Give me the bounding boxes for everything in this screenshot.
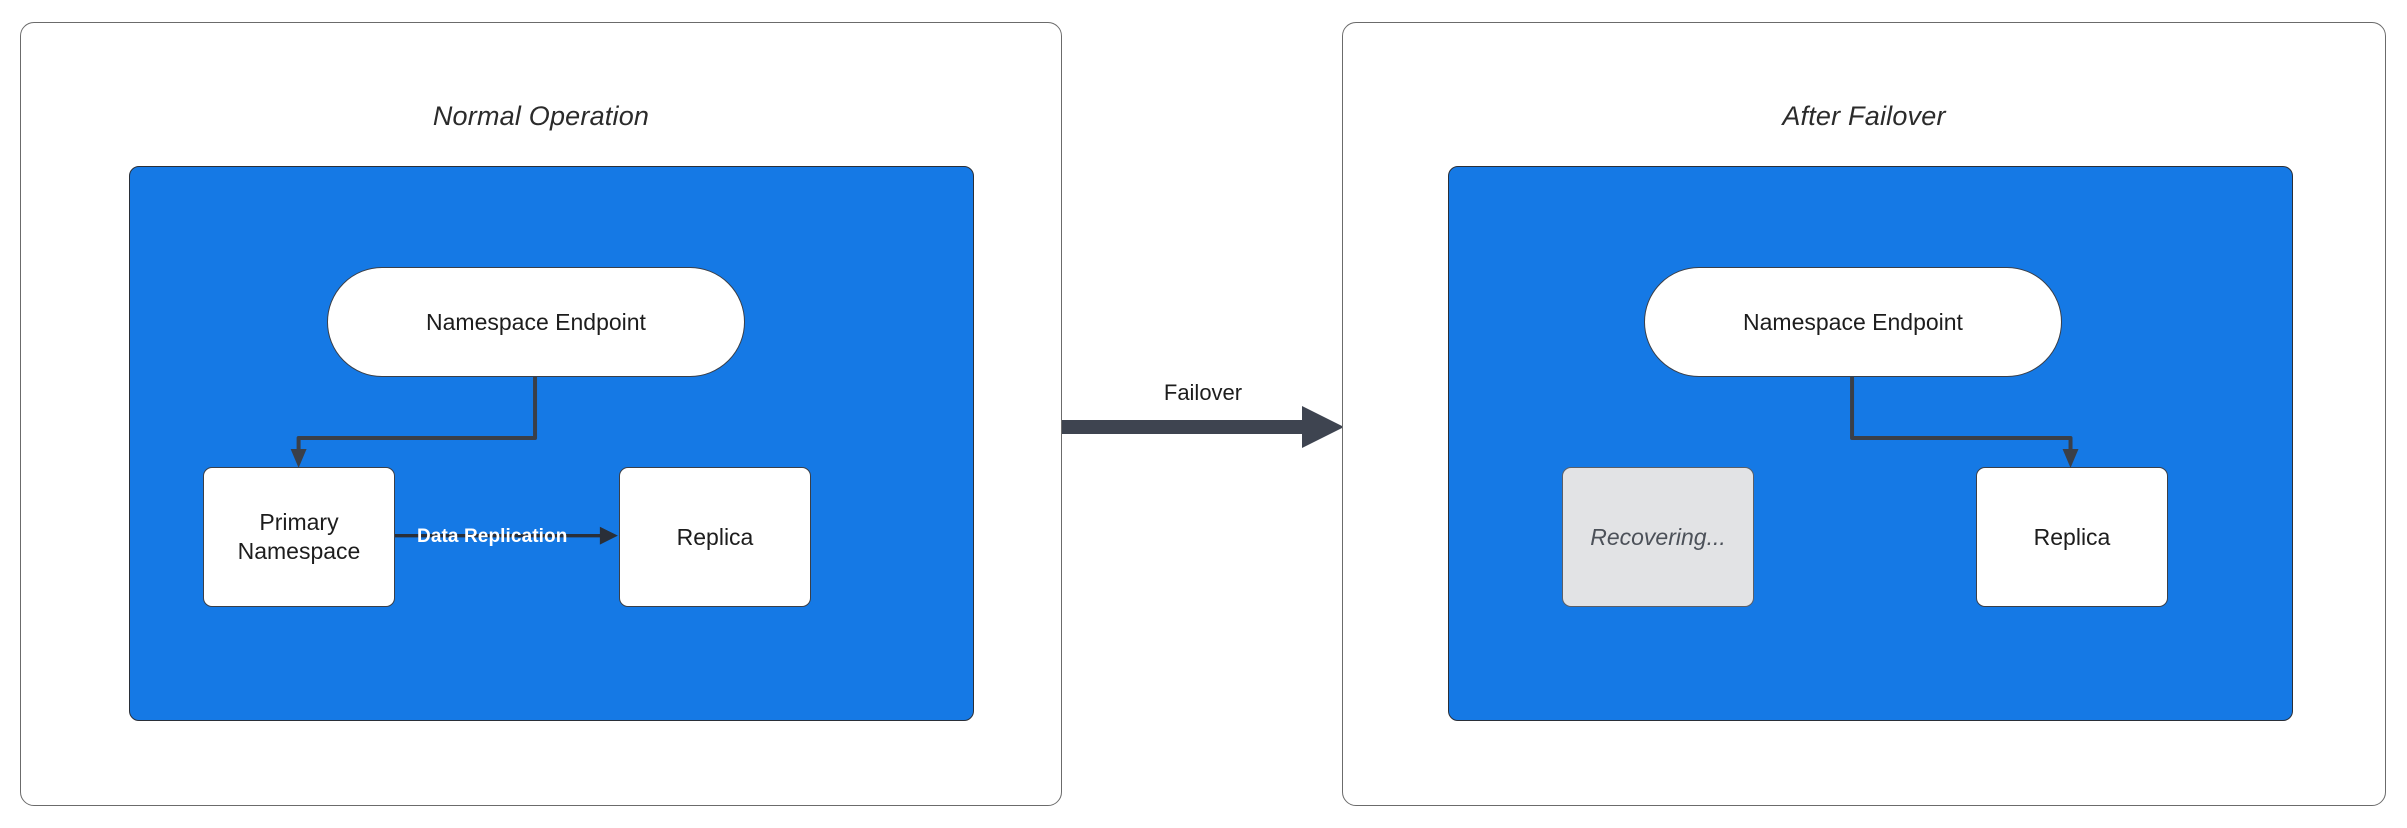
node-namespace-endpoint[interactable]: Namespace Endpoint [1644,267,2062,377]
failover-transition: Failover [1062,380,1344,500]
panel-title-normal-operation: Normal Operation [432,101,650,131]
node-namespace-endpoint[interactable]: Namespace Endpoint [327,267,745,377]
node-replica[interactable]: Replica [619,467,811,607]
arrowhead-primary-to-replica [599,526,618,545]
arrowhead-endpoint-to-primary [290,448,307,468]
panel-after-failover: After Failover Namespace Endpoint Recove… [1342,22,2386,806]
failover-arrow-icon [1062,406,1344,448]
node-replica[interactable]: Replica [1976,467,2168,607]
edges-normal-operation [290,376,618,545]
edge-endpoint-to-primary [296,376,538,454]
arrowhead-endpoint-to-replica [2062,448,2079,468]
node-recovering[interactable]: Recovering... [1562,467,1754,607]
panel-normal-operation: Normal Operation Namespace Endpoint Prim… [20,22,1062,806]
cluster-after-failover: Namespace Endpoint Recovering... Replica [1448,166,2293,721]
edge-label-data-replication: Data Replication [417,526,568,547]
edge-endpoint-to-replica [1850,376,2073,454]
panel-title-after-failover: After Failover [1782,101,1946,131]
failover-label: Failover [1163,380,1243,405]
edges-after-failover [1850,376,2079,468]
